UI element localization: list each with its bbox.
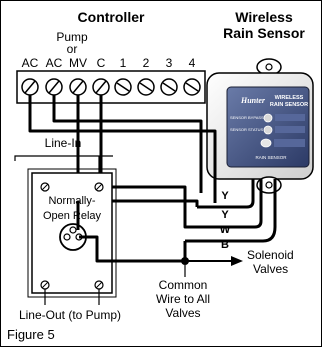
terminal-label-ac-2: AC: [46, 56, 63, 70]
status-legend-box: [275, 126, 305, 133]
controller-title: Controller: [78, 9, 145, 25]
terminal-label-c: C: [97, 56, 106, 70]
status-label: SENSOR STATUS: [230, 127, 264, 132]
rain-sensor-receiver: Hunter WIRELESS RAIN SENSOR SENSOR BYPAS…: [206, 58, 314, 194]
wire-mv: [76, 95, 199, 207]
bypass-led-icon: [263, 113, 273, 123]
line-out-label: Line-Out (to Pump): [19, 308, 121, 322]
bypass-label: SENSOR BYPASS: [230, 115, 264, 120]
screw-2: [137, 78, 155, 96]
solenoid-label-line1: Solenoid: [247, 248, 294, 262]
line-in-label: Line-In: [45, 136, 82, 150]
wire-b-lead: [185, 179, 277, 243]
sync-button-icon: [260, 138, 272, 148]
terminal-screws: [21, 78, 201, 96]
panel-title-line2: RAIN SENSOR: [270, 102, 308, 108]
solenoid-label-line2: Valves: [253, 262, 288, 276]
terminal-label-2: 2: [143, 56, 150, 70]
or-label: or: [67, 42, 78, 56]
sensor-wires: [28, 95, 277, 243]
line-in-wire: [14, 155, 113, 161]
wire-label-b: B: [221, 239, 229, 251]
pump-label: Pump: [56, 30, 88, 44]
wire-w-lead: [197, 179, 263, 229]
wire-label-w: W: [220, 224, 231, 236]
figure-label: Figure 5: [7, 327, 55, 342]
terminal-label-3: 3: [166, 56, 173, 70]
brand-logo: Hunter: [240, 96, 266, 105]
terminal-label-ac-1: AC: [22, 56, 39, 70]
wire-y-left-lead: [197, 179, 255, 209]
terminal-label-4: 4: [189, 56, 196, 70]
screw-mv: [69, 78, 87, 96]
screw-4: [183, 78, 201, 96]
sync-legend-box: [274, 139, 305, 147]
status-led-icon: [263, 125, 273, 135]
solenoid-arrowhead-icon: [231, 256, 243, 266]
wire-c: [99, 95, 197, 229]
common-label-line3: Valves: [165, 306, 200, 320]
wire-label-y1: Y: [221, 190, 229, 202]
wire-label-y2: Y: [221, 209, 229, 221]
relay-label-line1: Normally-: [48, 195, 95, 207]
common-label-line2: Wire to All: [156, 292, 210, 306]
relay-line-in-screws: [40, 182, 104, 192]
sensor-title-line2: Rain Sensor: [223, 25, 305, 41]
panel-title-line1: WIRELESS: [275, 95, 304, 101]
bypass-legend-box: [275, 114, 305, 121]
screw-ac-1: [21, 78, 39, 96]
relay-label-line2: Open Relay: [43, 210, 102, 222]
wire-y2: [52, 95, 203, 193]
screw-1: [114, 78, 132, 96]
relay-outline: [27, 168, 117, 298]
wire-y1: [28, 95, 217, 203]
sensor-title-line1: Wireless: [235, 9, 293, 25]
terminal-label-1: 1: [120, 56, 127, 70]
wire-coil-to-common: [79, 235, 185, 263]
panel-footer-label: RAIN SENSOR: [255, 155, 287, 160]
screw-ac-2: [45, 78, 63, 96]
terminal-label-mv: MV: [69, 56, 87, 70]
common-label-line1: Common: [159, 278, 208, 292]
screw-c: [92, 78, 110, 96]
screw-3: [160, 78, 178, 96]
